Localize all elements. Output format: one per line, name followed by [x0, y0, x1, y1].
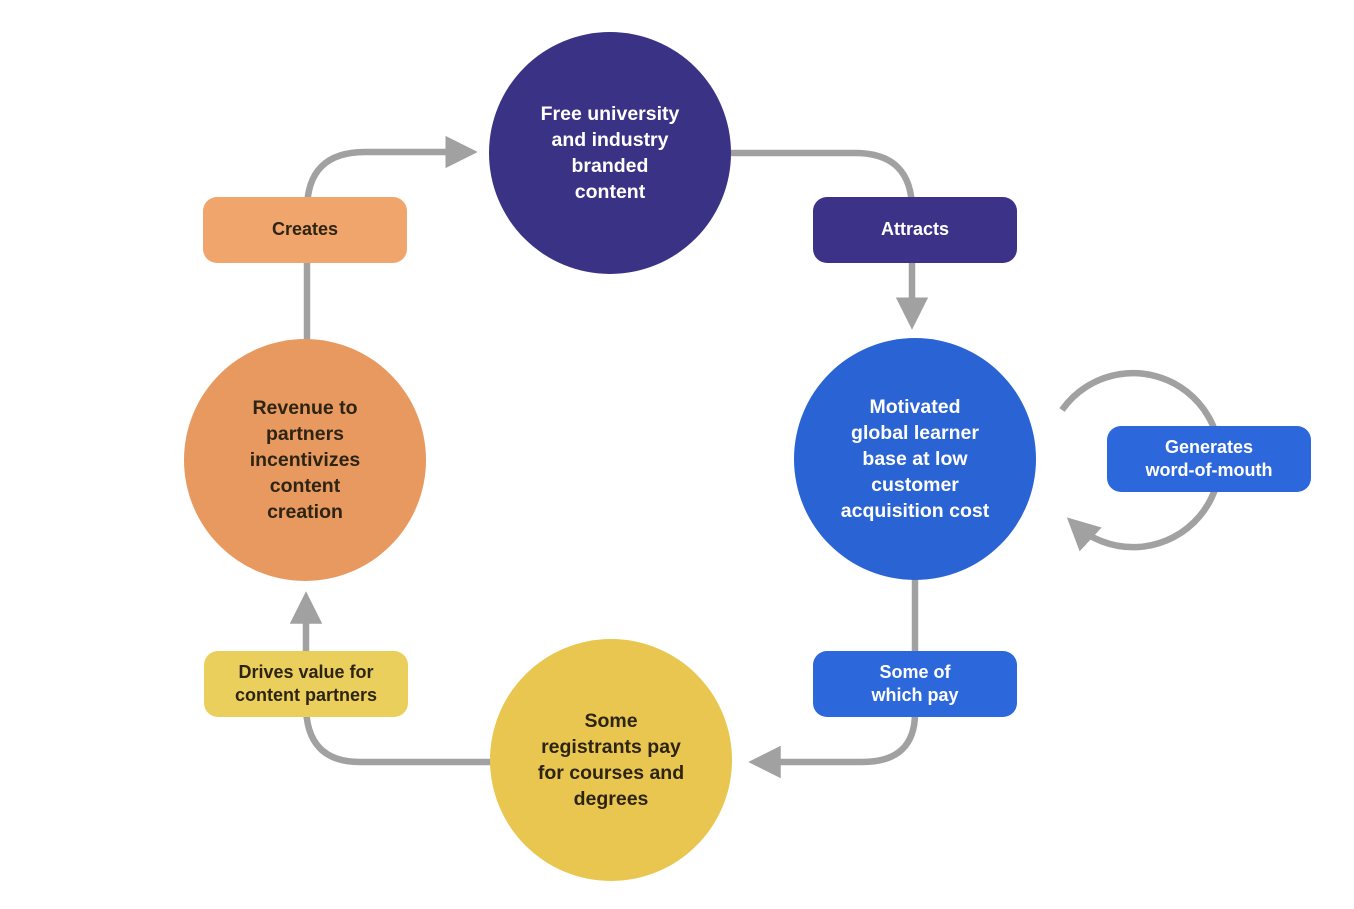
label-drives-value: Drives value for content partners	[204, 651, 408, 717]
label-drives-value-text: Drives value for content partners	[234, 661, 378, 705]
node-registrants-pay: Some registrants pay for courses and deg…	[490, 639, 732, 881]
label-some-of-which-pay: Some of which pay	[813, 651, 1017, 717]
label-creates-text: Creates	[271, 219, 339, 240]
label-attracts-text: Attracts	[880, 219, 950, 240]
label-generates-word-of-mouth: Generates word-of-mouth	[1107, 426, 1311, 492]
label-attracts: Attracts	[813, 197, 1017, 263]
node-registrants-pay-text: Some registrants pay for courses and deg…	[537, 709, 685, 811]
node-revenue-partners: Revenue to partners incentivizes content…	[184, 339, 426, 581]
label-generates-word-of-mouth-text: Generates word-of-mouth	[1145, 436, 1273, 480]
label-some-of-which-pay-text: Some of which pay	[871, 661, 959, 705]
node-revenue-partners-text: Revenue to partners incentivizes content…	[249, 396, 361, 524]
node-learner-base: Motivated global learner base at low cus…	[794, 338, 1036, 580]
label-creates: Creates	[203, 197, 407, 263]
node-free-content-text: Free university and industry branded con…	[540, 102, 680, 204]
node-learner-base-text: Motivated global learner base at low cus…	[840, 395, 990, 523]
node-free-content: Free university and industry branded con…	[489, 32, 731, 274]
